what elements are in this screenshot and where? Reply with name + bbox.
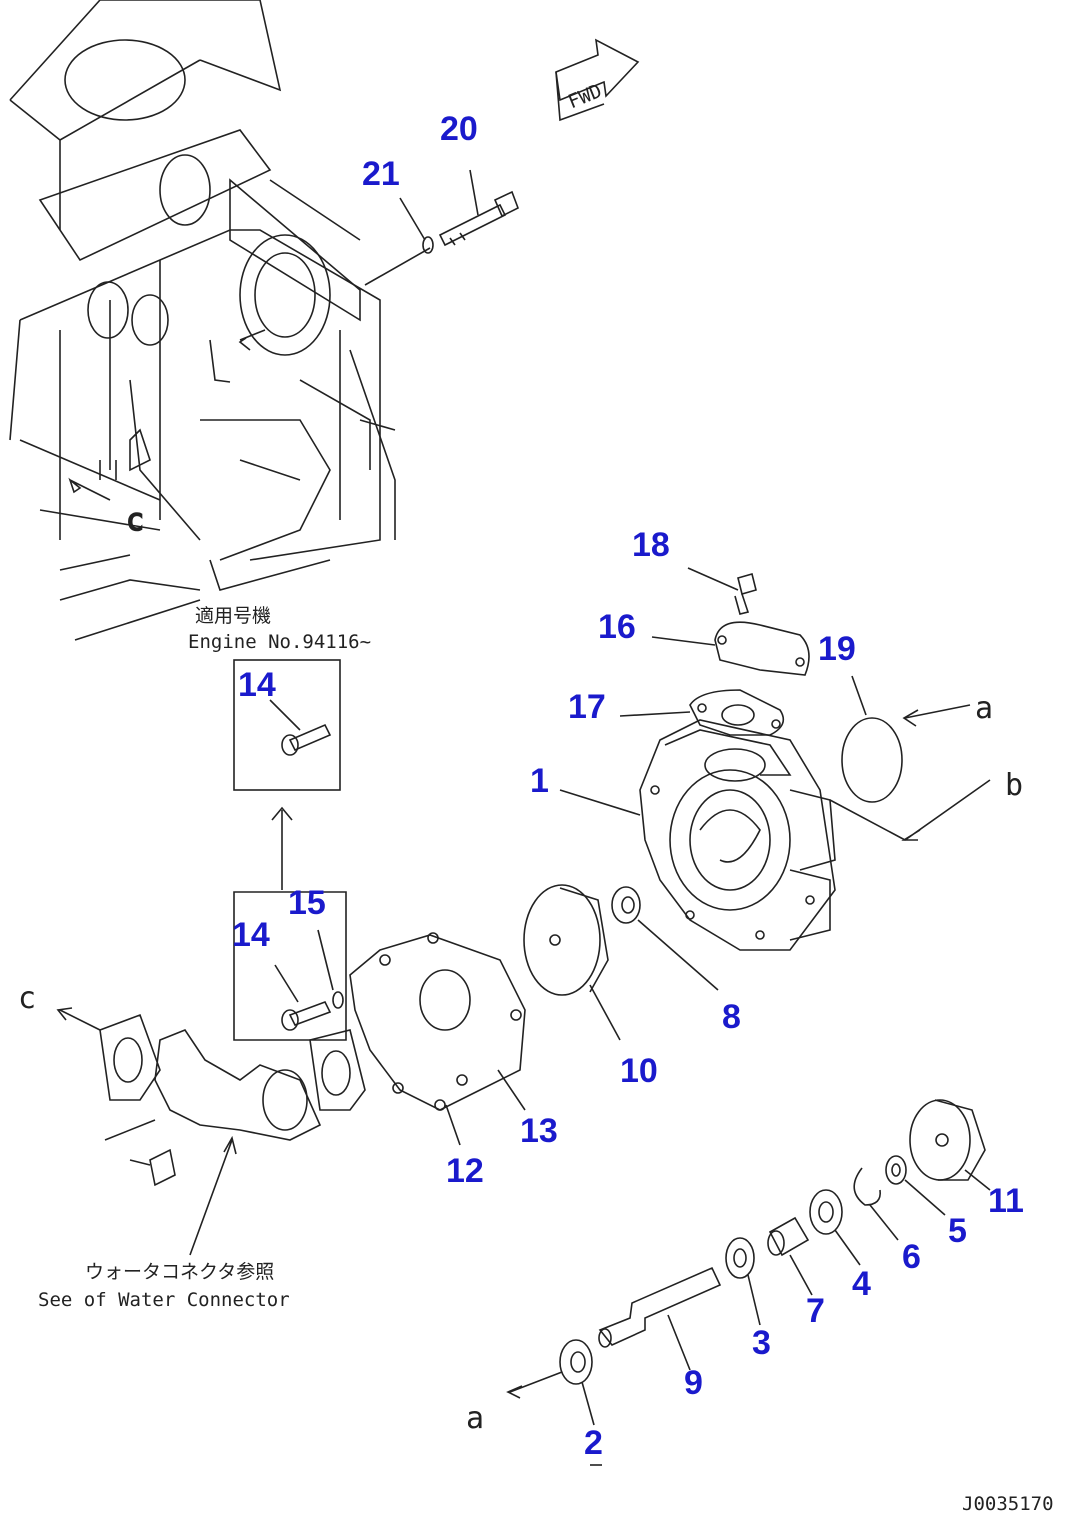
bolt-part-14 xyxy=(281,1001,332,1031)
callout-6: 6 xyxy=(902,1238,921,1276)
water-note-en: See of Water Connector xyxy=(38,1289,290,1311)
spacer-part-7 xyxy=(767,1216,810,1257)
callout-14-detail: 14 xyxy=(238,666,276,704)
callout-10: 10 xyxy=(620,1052,658,1090)
callout-2: 2 xyxy=(584,1424,603,1462)
drawing-number: J0035170 xyxy=(962,1493,1054,1515)
leader-19 xyxy=(851,675,867,716)
seal-part-8 xyxy=(611,886,641,924)
detail-box-bolt-14 xyxy=(233,659,341,791)
bolt-part-20 xyxy=(438,190,520,247)
callout-18: 18 xyxy=(632,526,670,564)
connection-letter-c-top: c xyxy=(126,503,144,538)
washer-part-21 xyxy=(422,236,434,254)
connection-letter-a-top: a xyxy=(975,691,993,726)
bearing-part-3 xyxy=(725,1237,755,1279)
leader-12 xyxy=(445,1104,461,1146)
callout-11: 11 xyxy=(988,1182,1024,1220)
leader-13 xyxy=(497,1069,526,1111)
connection-letter-c-left: c xyxy=(18,981,36,1016)
callout-7: 7 xyxy=(806,1292,825,1330)
engine-block: c xyxy=(9,0,396,641)
connection-letter-a-bottom: a xyxy=(466,1401,484,1436)
leader-9 xyxy=(667,1314,691,1371)
callout-1: 1 xyxy=(530,762,549,800)
callout-13: 13 xyxy=(520,1112,558,1150)
leader-7 xyxy=(789,1254,813,1296)
shaft-part-9 xyxy=(598,1266,722,1348)
pump-body-part-1 xyxy=(639,719,836,951)
leader-1 xyxy=(559,789,641,816)
detail-box-bolt-15 xyxy=(233,891,347,1041)
leader-15 xyxy=(317,929,334,991)
callout-16: 16 xyxy=(598,608,636,646)
callout-9: 9 xyxy=(684,1364,703,1402)
leader-14 xyxy=(274,964,299,1003)
cover-part-16 xyxy=(714,621,810,676)
bearing-part-4 xyxy=(809,1189,843,1235)
engine-note-en: Engine No.94116~ xyxy=(188,631,371,653)
connection-arrow-c-left xyxy=(56,1007,101,1031)
leader-16 xyxy=(651,636,716,646)
leader-11 xyxy=(964,1169,991,1191)
callout-20: 20 xyxy=(440,110,478,148)
leader-14-detail xyxy=(269,699,301,731)
callout-5: 5 xyxy=(948,1212,967,1250)
assembly-line-bolt xyxy=(364,247,431,286)
leader-8 xyxy=(637,919,719,991)
detail-pointer-arrow xyxy=(271,806,293,890)
leader-18 xyxy=(687,567,739,591)
bearing-part-5 xyxy=(885,1155,907,1185)
leader-2 xyxy=(581,1381,595,1426)
callout-12: 12 xyxy=(446,1152,484,1190)
leader-10 xyxy=(589,984,621,1041)
connection-arrow-a-top xyxy=(902,704,971,727)
bolt-part-14-detail xyxy=(281,723,332,756)
callout-19: 19 xyxy=(818,630,856,668)
seal-part-2 xyxy=(559,1339,593,1385)
connection-arrow-b xyxy=(829,779,991,841)
gasket-part-17 xyxy=(689,689,785,736)
callout-8: 8 xyxy=(722,998,741,1036)
impeller-part-10 xyxy=(523,884,609,996)
leader-21 xyxy=(399,197,426,241)
leader-17 xyxy=(619,711,691,717)
washer-part-15 xyxy=(332,991,344,1009)
gasket-right xyxy=(309,1029,366,1111)
callout-4: 4 xyxy=(852,1265,871,1303)
water-connector-pointer xyxy=(189,1135,237,1256)
leader-5 xyxy=(904,1179,946,1216)
water-connector-elbow xyxy=(154,1029,322,1141)
bolt-water-connector xyxy=(149,1148,176,1187)
gear-part-11 xyxy=(909,1099,986,1181)
leader-3 xyxy=(747,1274,761,1326)
forward-direction-arrow: FWD xyxy=(555,38,640,122)
water-note-jp: ウォータコネクタ参照 xyxy=(85,1261,274,1283)
engine-note-jp: 適用号機 xyxy=(195,605,271,627)
cover-plate-part-12 xyxy=(349,932,526,1111)
leader-20 xyxy=(469,169,479,216)
callout-3: 3 xyxy=(752,1324,771,1362)
snap-ring-part-6 xyxy=(853,1167,882,1206)
connection-arrow-a-bottom xyxy=(506,1371,563,1399)
gasket-left xyxy=(99,1013,161,1101)
o-ring-part-19 xyxy=(841,717,903,803)
callout-17: 17 xyxy=(568,688,606,726)
bolt-part-18 xyxy=(734,573,757,615)
leader-6 xyxy=(869,1204,899,1241)
callout-21: 21 xyxy=(362,155,400,193)
leader-4 xyxy=(834,1229,861,1266)
callout-15: 15 xyxy=(288,884,326,922)
callout-14: 14 xyxy=(232,916,270,954)
connection-letter-b: b xyxy=(1005,768,1023,803)
